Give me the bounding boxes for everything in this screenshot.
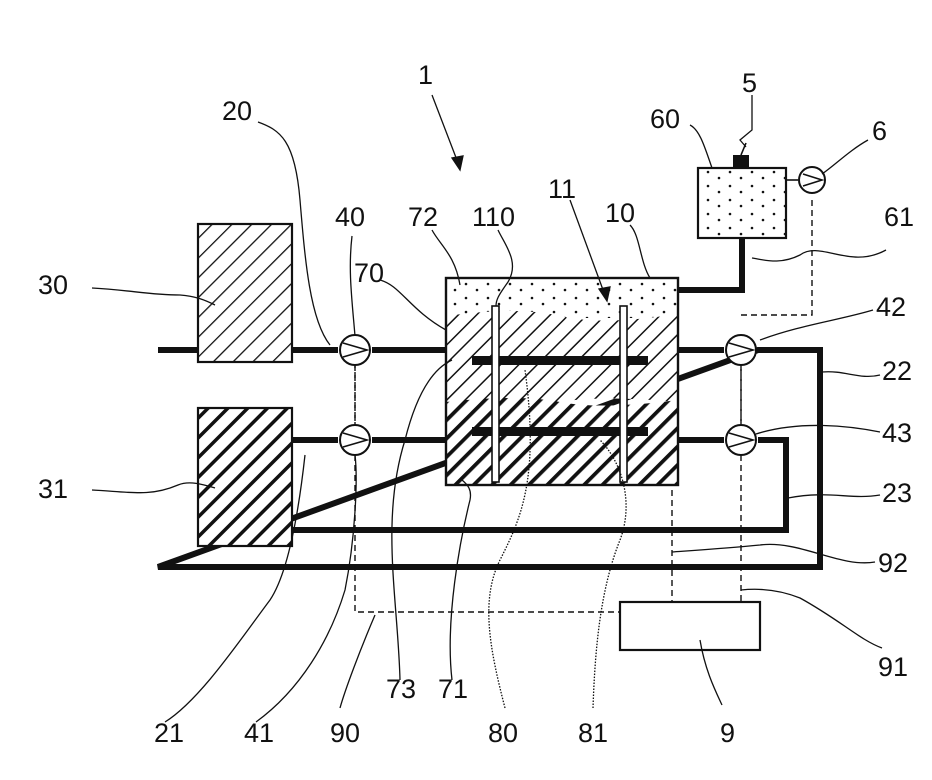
leader-arrow-1 [452, 156, 463, 170]
valve-43 [726, 425, 756, 455]
label-70: 70 [354, 258, 384, 288]
sensor-5 [733, 155, 749, 168]
label-21: 21 [154, 718, 184, 748]
valve-41 [340, 425, 370, 455]
leader-71 [450, 480, 470, 680]
leader-5 [740, 95, 752, 147]
label-43: 43 [882, 418, 912, 448]
label-61: 61 [884, 202, 914, 232]
leader-30 [92, 288, 215, 305]
label-1: 1 [418, 60, 433, 90]
label-72: 72 [408, 202, 438, 232]
label-10: 10 [605, 198, 635, 228]
line-61 [678, 238, 742, 290]
label-40: 40 [335, 202, 365, 232]
leader-23 [788, 495, 880, 498]
label-81: 81 [578, 718, 608, 748]
leader-60 [690, 125, 712, 168]
leader-6 [822, 140, 868, 174]
tank-60 [698, 168, 786, 238]
label-92: 92 [878, 548, 908, 578]
leader-92 [672, 544, 875, 562]
label-41: 41 [244, 718, 274, 748]
rod-110-right [620, 306, 627, 482]
label-31: 31 [38, 474, 68, 504]
label-20: 20 [222, 96, 252, 126]
block-31 [198, 408, 292, 546]
cell-10 [446, 278, 678, 485]
leader-22 [822, 372, 880, 377]
controller-9 [620, 602, 760, 650]
label-73: 73 [386, 674, 416, 704]
leader-90 [340, 615, 375, 708]
label-91: 91 [878, 652, 908, 682]
rod-110-left [492, 306, 499, 482]
leader-31 [92, 483, 215, 493]
label-42: 42 [876, 292, 906, 322]
leader-10 [630, 225, 650, 278]
layer-71 [446, 398, 678, 485]
label-11: 11 [548, 174, 576, 204]
label-110: 110 [472, 202, 515, 232]
leader-73 [392, 360, 452, 680]
label-90: 90 [330, 718, 360, 748]
valve-40 [340, 335, 370, 365]
block-30 [198, 224, 292, 362]
leader-70 [380, 280, 446, 330]
leader-91 [741, 589, 882, 648]
label-9: 9 [720, 718, 735, 748]
valve-42 [726, 335, 756, 365]
label-30: 30 [38, 270, 68, 300]
leader-61 [752, 250, 886, 261]
layer-72 [446, 278, 678, 318]
label-6: 6 [872, 116, 887, 146]
label-5: 5 [742, 68, 757, 98]
leader-72 [432, 230, 460, 285]
label-80: 80 [488, 718, 518, 748]
label-71: 71 [438, 674, 468, 704]
label-60: 60 [650, 104, 680, 134]
label-22: 22 [882, 356, 912, 386]
label-23: 23 [882, 478, 912, 508]
